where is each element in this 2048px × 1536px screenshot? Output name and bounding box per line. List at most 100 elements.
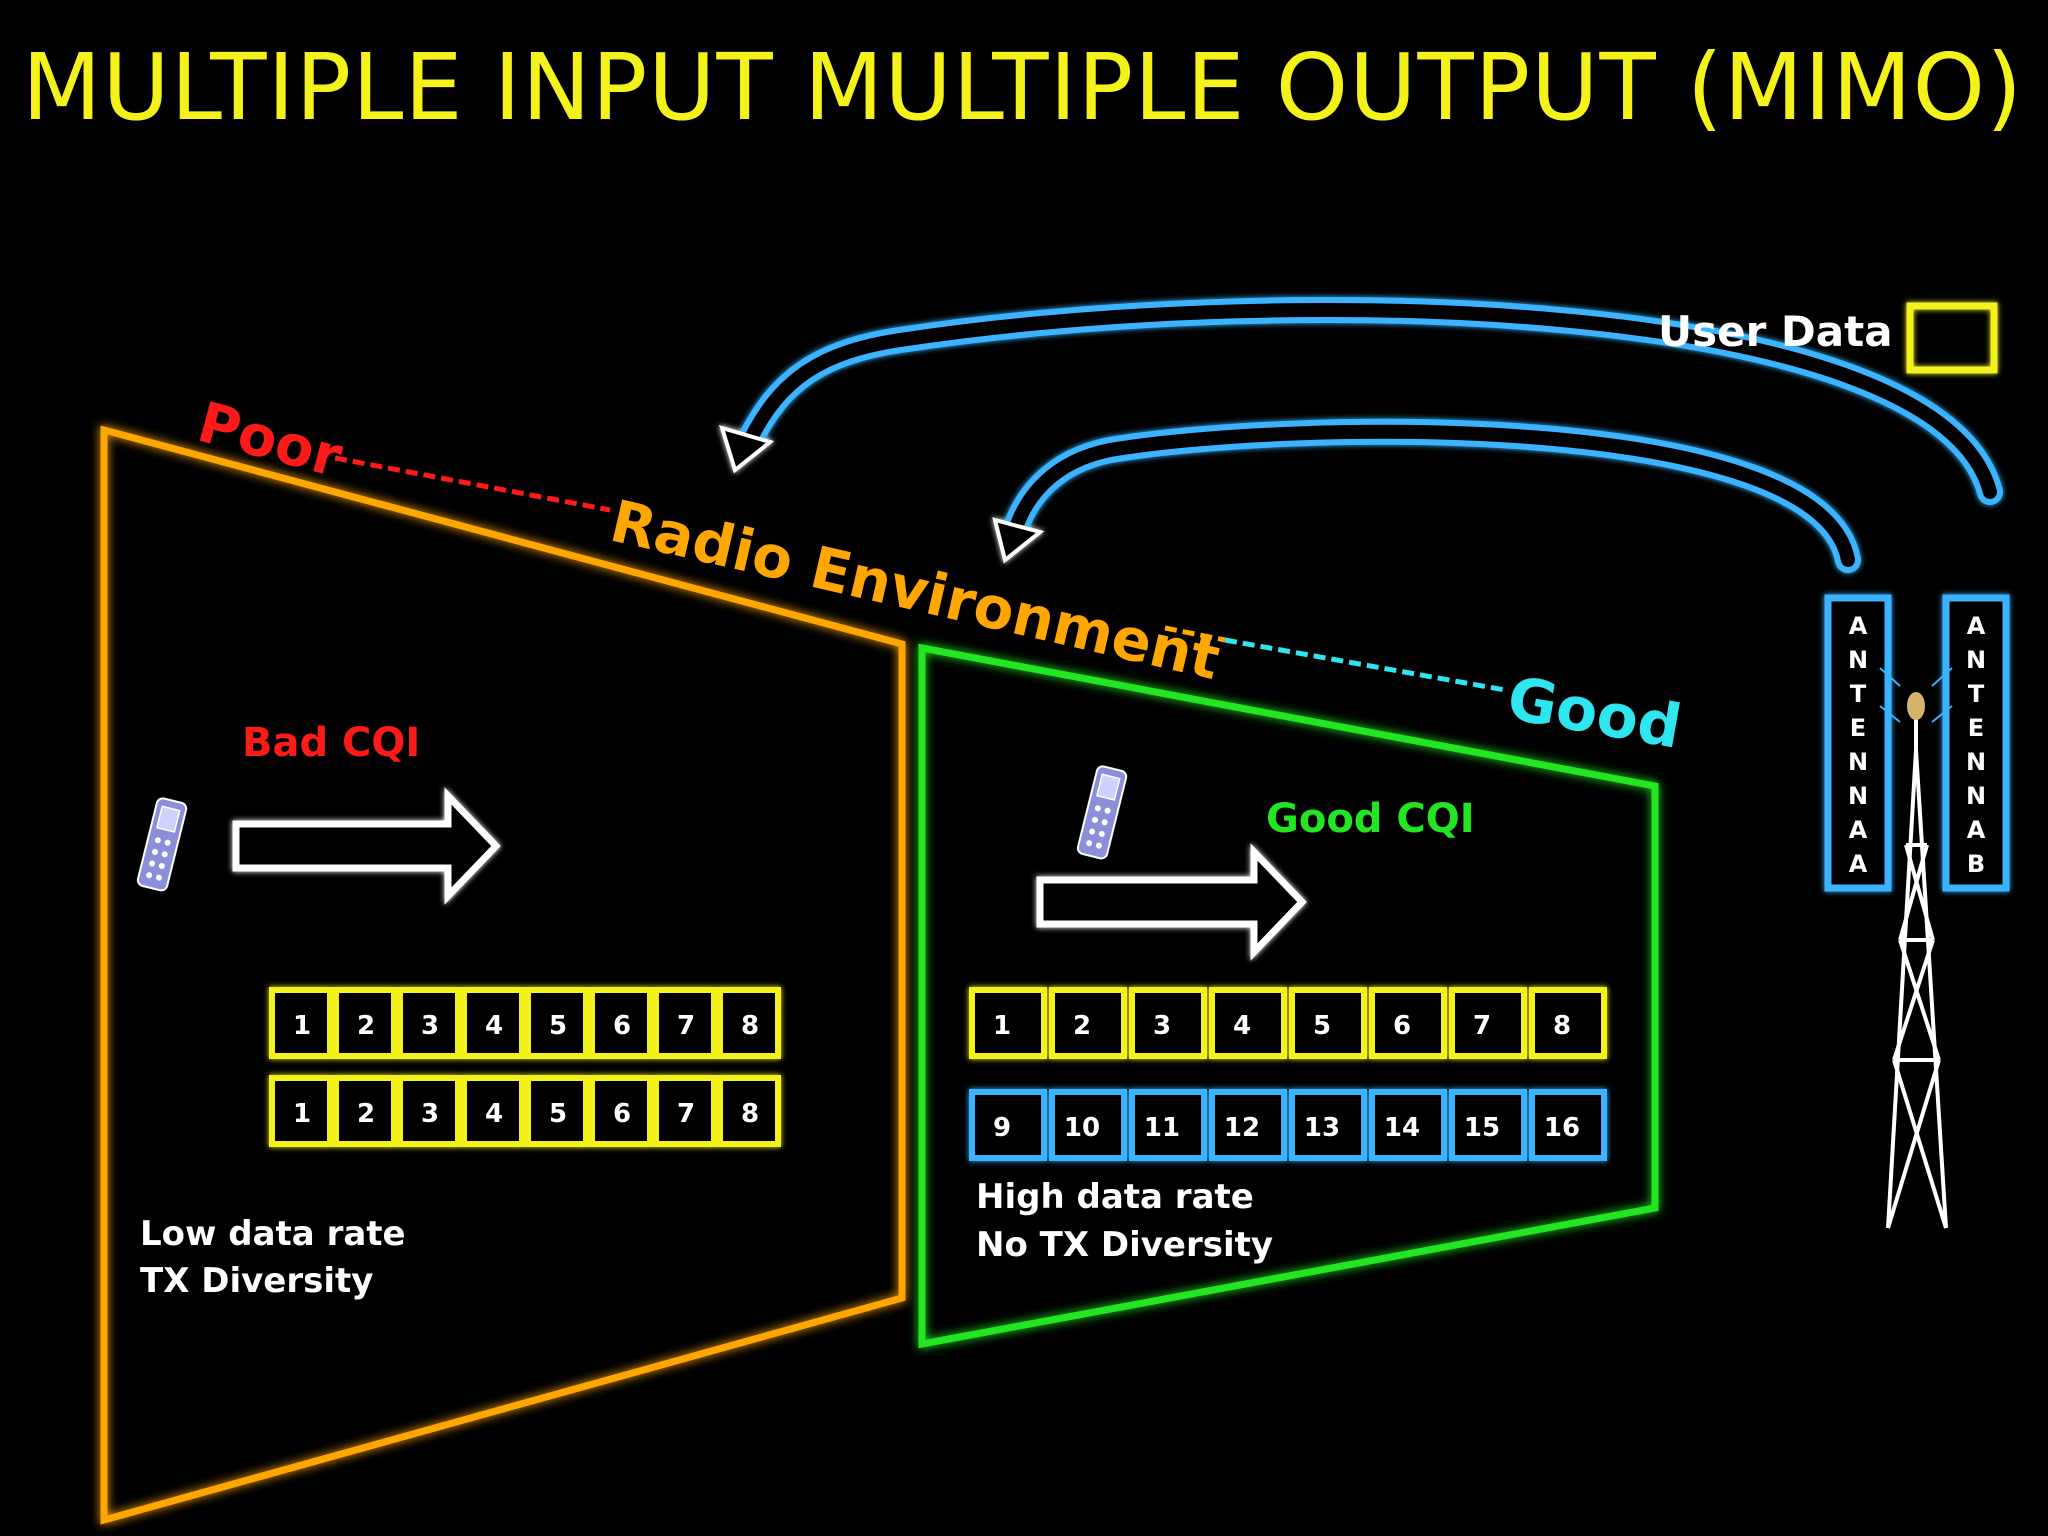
right-caption-line2: No TX Diversity [976,1225,1273,1265]
data-block [969,1089,1047,1161]
data-block-number: 8 [1553,1011,1571,1041]
bad-cqi-label: Bad CQI [242,720,420,766]
data-block-number: 15 [1464,1113,1500,1143]
antenna-letter: A [1849,816,1868,844]
antenna-letter: A [1967,612,1986,640]
antenna-letter: B [1967,850,1985,878]
data-block-number: 1 [993,1011,1011,1041]
mid-dashes [1164,625,1226,643]
data-block [1449,1089,1527,1161]
arrow-right-icon [1036,843,1307,961]
poor-environment-frame [100,425,906,1525]
antenna-tower-icon [1879,667,1953,1229]
poor-dashes [334,455,611,513]
data-block-number: 2 [357,1099,375,1129]
antenna-letter: N [1848,646,1868,674]
data-block [589,1075,653,1147]
data-block-number: 2 [1073,1011,1091,1041]
data-block-number: 2 [357,1011,375,1041]
data-block [717,987,781,1059]
data-block-number: 8 [741,1099,759,1129]
mobile-phone-icon [136,797,188,892]
data-block [1129,987,1207,1059]
right-block-row-1: 1 2 3 4 5 6 7 8 [969,987,1607,1059]
data-block-number: 5 [549,1011,567,1041]
data-block-number: 6 [1393,1011,1411,1041]
data-block-number: 7 [1473,1011,1491,1041]
data-block-number: 10 [1064,1113,1100,1143]
antenna-letter: N [1966,782,1986,810]
antenna-letter: T [1850,680,1867,708]
data-block [397,987,461,1059]
data-block-number: 12 [1224,1113,1260,1143]
data-block-number: 1 [293,1099,311,1129]
data-block [461,1075,525,1147]
good-label: Good [1502,664,1686,763]
data-block-number: 3 [421,1011,439,1041]
left-block-row-1: 1 2 3 4 5 6 7 8 [269,987,781,1059]
antenna-letter: N [1966,748,1986,776]
left-caption-line1: Low data rate [140,1214,406,1254]
data-block [1049,987,1127,1059]
curved-arrow-icon [718,297,2003,505]
data-block [397,1075,461,1147]
data-block [525,987,589,1059]
data-block [1209,1089,1287,1161]
antenna-letter: E [1968,714,1984,742]
antenna-letter: E [1850,714,1866,742]
right-caption-line1: High data rate [976,1177,1254,1217]
data-block-number: 14 [1384,1113,1420,1143]
data-block [1529,987,1607,1059]
data-block [461,987,525,1059]
data-block-number: 4 [1233,1011,1251,1041]
data-block-number: 4 [485,1099,503,1129]
data-block-number: 7 [677,1099,695,1129]
mobile-phone-icon [1076,765,1128,860]
data-block [653,987,717,1059]
data-block-number: 5 [1313,1011,1331,1041]
data-block-number: 8 [741,1011,759,1041]
data-block [589,987,653,1059]
data-block [333,1075,397,1147]
antenna-letter: N [1848,748,1868,776]
data-block [1529,1089,1607,1161]
data-block [269,1075,333,1147]
page-title: MULTIPLE INPUT MULTIPLE OUTPUT (MIMO) [22,34,2023,141]
data-block [269,987,333,1059]
data-block [1289,1089,1367,1161]
data-block-number: 7 [677,1011,695,1041]
data-block [1049,1089,1127,1161]
data-block [969,987,1047,1059]
data-block-number: 11 [1144,1113,1180,1143]
data-block-number: 3 [1153,1011,1171,1041]
data-block [1209,987,1287,1059]
antenna-letter: A [1967,816,1986,844]
data-block-number: 6 [613,1099,631,1129]
user-data-label: User Data [1658,307,1893,356]
antenna-letter: N [1966,646,1986,674]
good-environment-frame [918,643,1659,1349]
data-block [1369,987,1447,1059]
data-block-number: 13 [1304,1113,1340,1143]
left-caption-line2: TX Diversity [140,1261,373,1301]
user-data-block [1906,302,1998,374]
data-block-number: 4 [485,1011,503,1041]
arrow-right-icon [232,787,501,905]
data-block [653,1075,717,1147]
data-block [1369,1089,1447,1161]
data-block-number: 6 [613,1011,631,1041]
antenna-letter: A [1849,612,1868,640]
data-block-number: 1 [293,1011,311,1041]
good-cqi-label: Good CQI [1266,796,1475,842]
data-block [1289,987,1367,1059]
good-dashes [1224,637,1506,693]
curved-arrow-icon [992,418,1861,573]
data-block [1449,987,1527,1059]
data-block [525,1075,589,1147]
